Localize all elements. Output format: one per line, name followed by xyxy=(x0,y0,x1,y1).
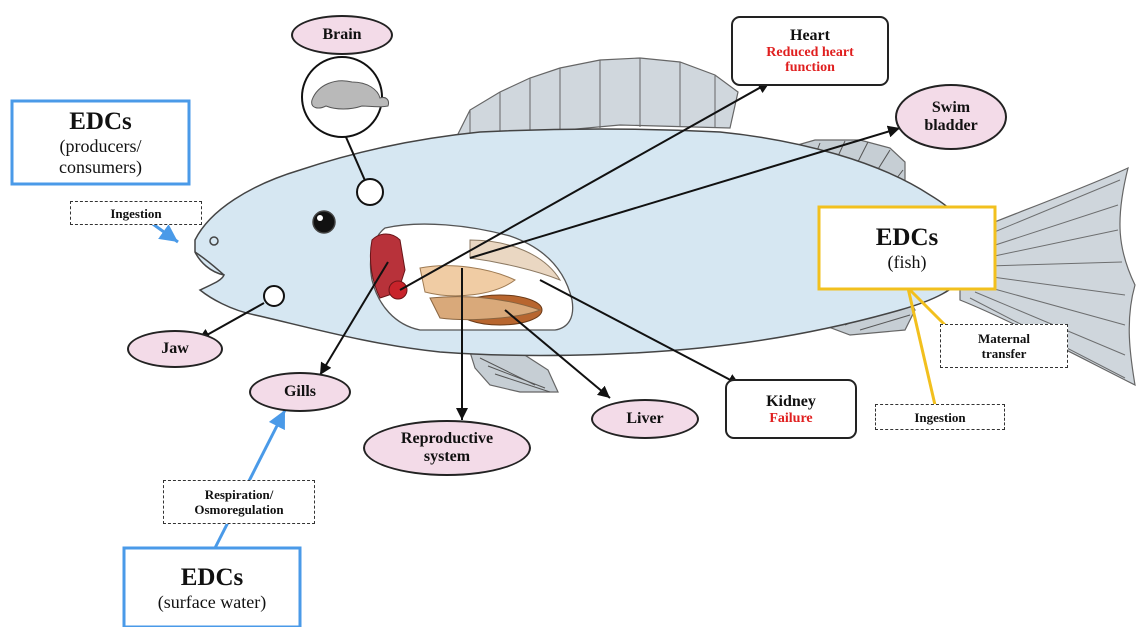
edc-producers-line1: (producers/ xyxy=(60,136,142,157)
kidney-text: Kidney xyxy=(766,393,816,411)
heart-organ xyxy=(389,281,407,299)
water-respiration-arrow xyxy=(215,410,285,548)
edc-producers-box: EDCs (producers/ consumers) xyxy=(15,104,186,181)
edc-water-title: EDCs xyxy=(181,564,244,592)
pelvic-fin xyxy=(470,352,558,392)
edc-water-box: EDCs (surface water) xyxy=(127,553,297,623)
jaw-text: Jaw xyxy=(161,340,189,358)
gills-label: Gills xyxy=(249,372,351,412)
respiration-line2: Osmoregulation xyxy=(194,502,283,517)
jaw-callout-small xyxy=(264,286,284,306)
swim-bladder-label: Swim bladder xyxy=(895,84,1007,150)
maternal-line1: Maternal xyxy=(978,331,1030,346)
brain-label: Brain xyxy=(291,15,393,55)
heart-label: Heart Reduced heart function xyxy=(731,16,889,86)
maternal-line2: transfer xyxy=(982,346,1027,361)
liver-label: Liver xyxy=(591,399,699,439)
brain-callout-small xyxy=(357,179,383,205)
eye-highlight xyxy=(317,215,323,221)
heart-effect-line2: function xyxy=(785,60,835,75)
eye xyxy=(313,211,335,233)
heart-effect-line1: Reduced heart xyxy=(766,45,854,60)
heart-text: Heart xyxy=(790,27,830,45)
swim-line1: Swim xyxy=(932,99,970,117)
ingestion-right-text: Ingestion xyxy=(914,410,965,425)
ingestion-label-top: Ingestion xyxy=(70,201,202,225)
producers-ingestion-arrow xyxy=(150,222,178,242)
kidney-effect: Failure xyxy=(769,411,812,426)
ingestion-label-right: Ingestion xyxy=(875,404,1005,430)
edc-producers-title: EDCs xyxy=(69,108,132,136)
reproductive-system-label: Reproductive system xyxy=(363,420,531,476)
repro-line1: Reproductive xyxy=(401,430,493,448)
dorsal-fin-spiny xyxy=(455,58,738,140)
edc-fish-sub: (fish) xyxy=(888,252,927,273)
gills-text: Gills xyxy=(284,383,316,401)
edc-fish-title: EDCs xyxy=(876,224,939,252)
brain-text: Brain xyxy=(322,26,361,44)
repro-line2: system xyxy=(424,448,470,466)
edc-fish-box: EDCs (fish) xyxy=(822,210,992,286)
respiration-line1: Respiration/ xyxy=(205,487,274,502)
liver-text: Liver xyxy=(626,410,663,428)
ingestion-top-text: Ingestion xyxy=(110,206,161,221)
maternal-transfer-label: Maternal transfer xyxy=(940,324,1068,368)
edc-producers-line2: consumers) xyxy=(59,157,142,178)
edc-water-sub: (surface water) xyxy=(158,592,266,613)
respiration-label: Respiration/ Osmoregulation xyxy=(163,480,315,524)
jaw-label: Jaw xyxy=(127,330,223,368)
kidney-label: Kidney Failure xyxy=(725,379,857,439)
swim-line2: bladder xyxy=(924,117,977,135)
fish-ingestion-line xyxy=(908,288,935,405)
